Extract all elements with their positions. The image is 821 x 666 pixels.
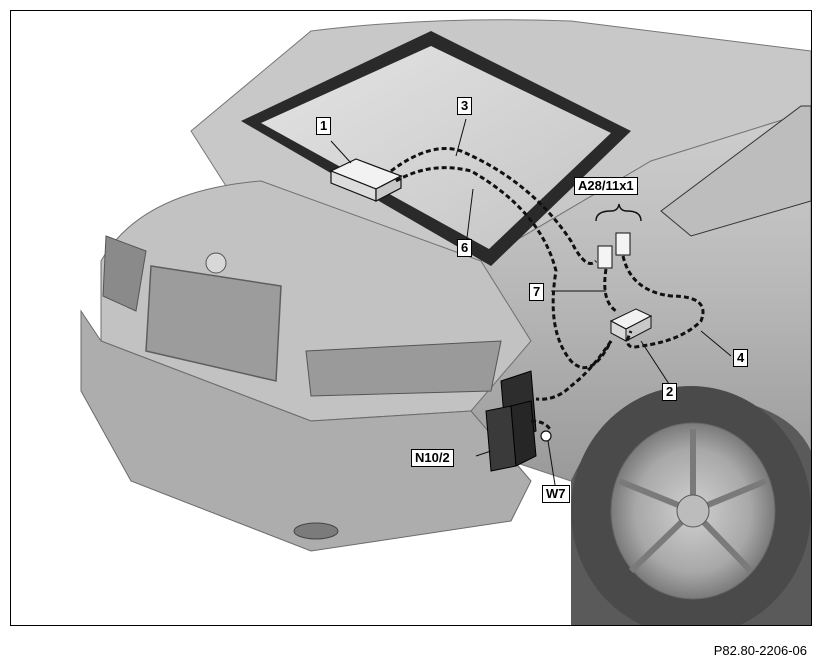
callout-4: 4 <box>733 349 749 367</box>
callout-6: 6 <box>457 239 473 257</box>
connector-a28-left <box>597 245 613 269</box>
callout-1: 1 <box>316 117 332 135</box>
cable-harness <box>390 147 705 432</box>
tail-light-left <box>102 235 147 312</box>
figure-id: P82.80-2206-06 <box>713 643 807 658</box>
tail-light-right <box>305 340 502 397</box>
callout-2: 2 <box>662 383 678 401</box>
diagram-frame: 1 3 6 A28/11x1 7 4 2 N10/2 W7 <box>10 10 812 626</box>
exhaust <box>293 522 339 540</box>
callout-n10-2: N10/2 <box>411 449 454 467</box>
connector-a28-right <box>615 232 631 256</box>
emblem <box>205 252 227 274</box>
component-2-block <box>609 308 653 342</box>
cable-7 <box>603 268 617 313</box>
rear-window-glass <box>261 46 611 249</box>
side-window <box>660 105 811 237</box>
callout-a28-11x1: A28/11x1 <box>574 177 638 195</box>
callout-w7: W7 <box>542 485 570 503</box>
cable-4 <box>621 255 705 349</box>
cable-6 <box>395 166 613 370</box>
hub <box>676 494 710 528</box>
ground-point-w7 <box>540 430 552 442</box>
module-n10-2 <box>485 370 537 472</box>
cable-2-n10 <box>535 340 613 401</box>
plate-recess <box>145 265 282 382</box>
car-illustration <box>80 19 811 625</box>
rear-bumper <box>80 309 532 552</box>
cable-n10-w7 <box>530 419 553 432</box>
a28-brace <box>595 203 642 222</box>
callout-7: 7 <box>529 283 545 301</box>
callout-3: 3 <box>457 97 473 115</box>
leader-lines <box>330 118 732 492</box>
component-1-box <box>329 158 403 202</box>
